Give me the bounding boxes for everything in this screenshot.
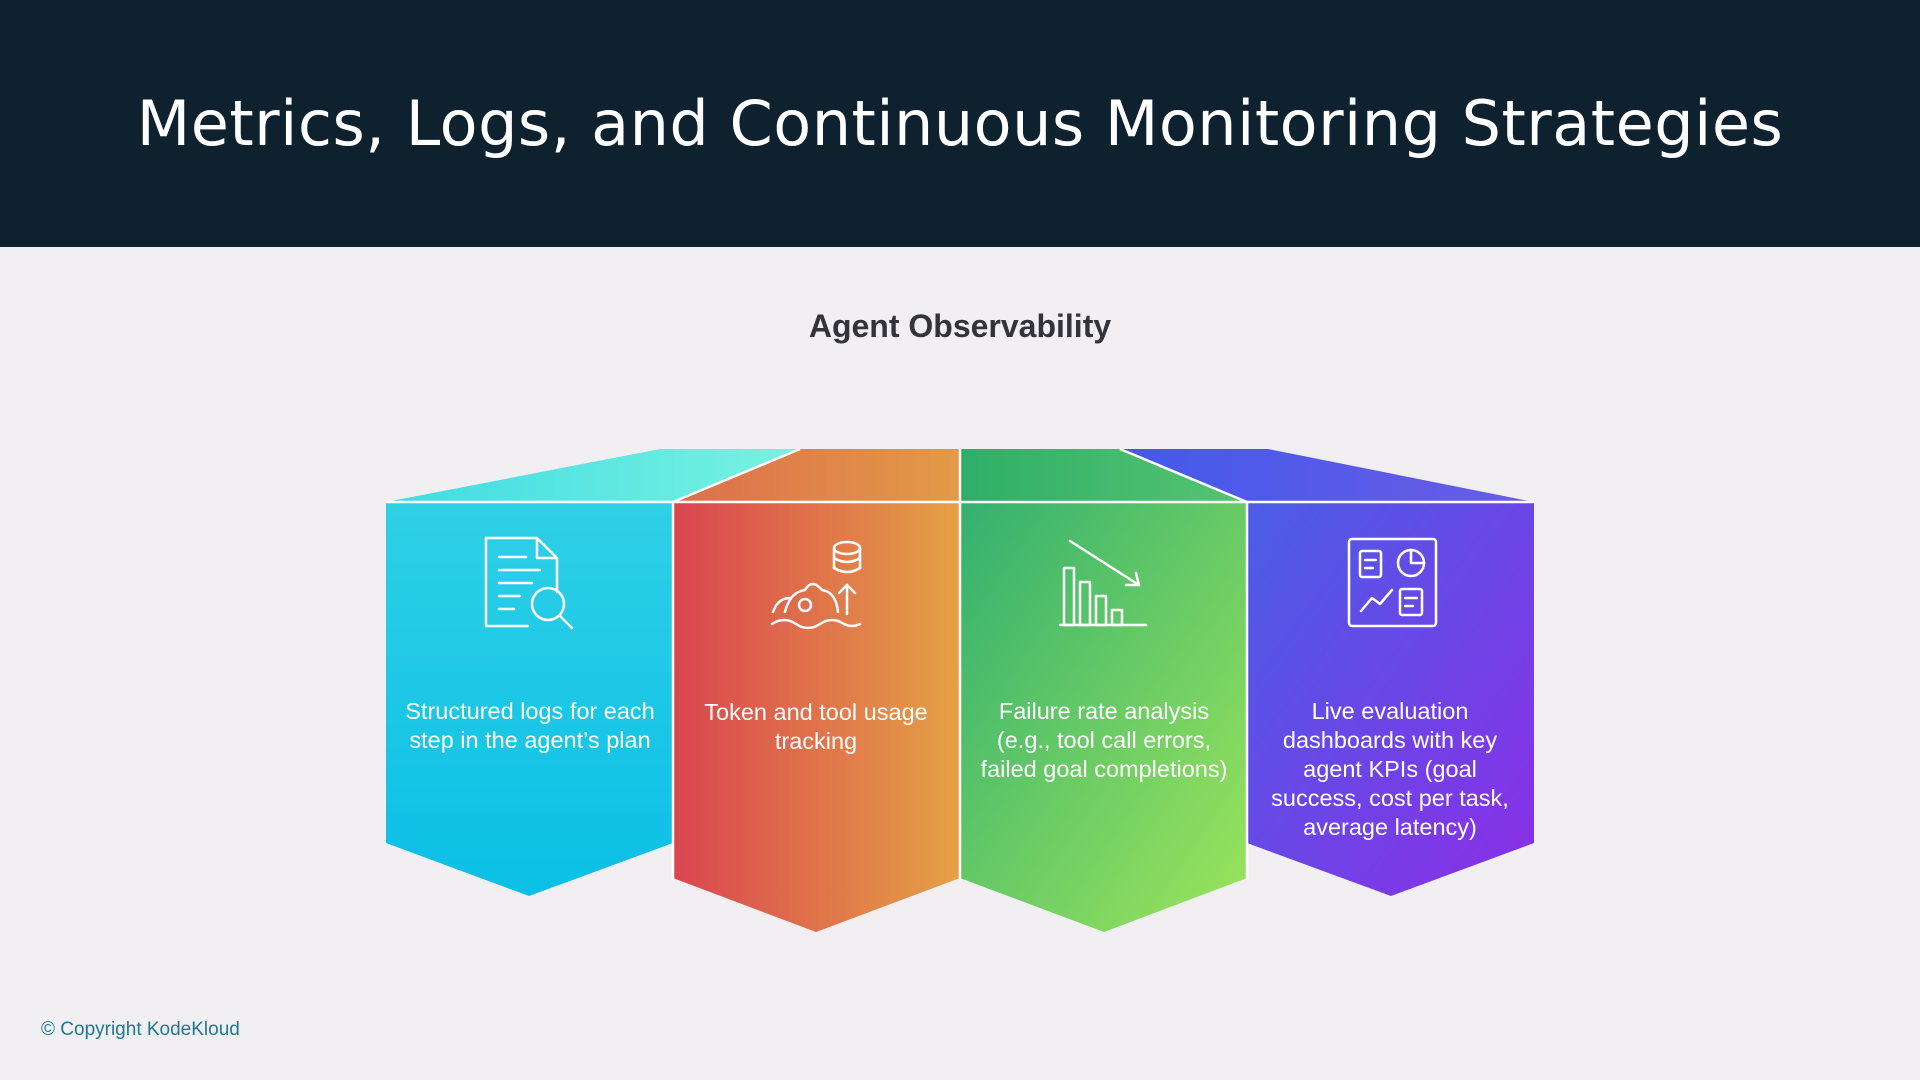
card-1-text: Structured logs for each step in the age… [405,698,655,753]
card-4-text: Live evaluation dashboards with key agen… [1271,698,1509,840]
card-2-text: Token and tool usage tracking [704,699,928,754]
card-1-top [386,449,800,502]
page-title: Metrics, Logs, and Continuous Monitoring… [136,87,1784,160]
card-4-body [1247,502,1534,896]
card-3-body [960,502,1247,932]
diagram-subtitle: Agent Observability [808,308,1112,344]
card-2-top [673,449,960,502]
card-1-body [386,502,673,896]
dashboard-icon [1347,537,1438,628]
gears-database-icon [770,540,862,630]
card-4-top [1120,449,1534,502]
copyright-text: © Copyright KodeKloud [41,1019,240,1040]
declining-bar-chart-icon [1058,539,1148,627]
card-2-body [673,502,960,932]
card-separators [386,447,1534,880]
card-3-top [960,449,1247,502]
document-search-icon [484,536,574,630]
card-3-text: Failure rate analysis (e.g., tool call e… [980,698,1228,782]
header-banner [0,0,1920,247]
